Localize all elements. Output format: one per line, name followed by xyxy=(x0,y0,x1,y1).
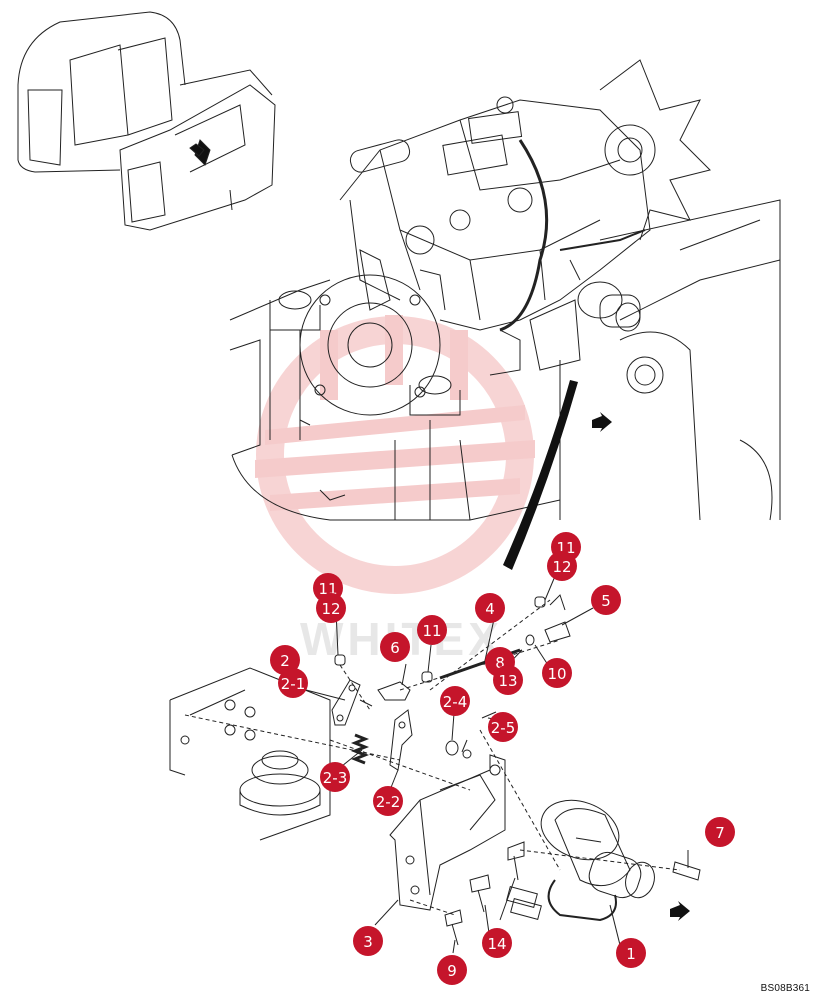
callout-label: 3 xyxy=(363,933,373,951)
callout-circle xyxy=(616,938,646,968)
callout-1: 1 xyxy=(616,938,646,968)
callout-3: 3 xyxy=(353,926,383,956)
callout-label: 8 xyxy=(495,654,505,672)
figure-code: BS08B361 xyxy=(760,983,810,994)
engine-assembly xyxy=(229,59,781,521)
callout-circle xyxy=(270,645,300,675)
callout-label: 11 xyxy=(422,622,441,640)
callout-4: 4 xyxy=(475,593,505,623)
excavator-thumbnail xyxy=(17,11,276,231)
callout-2: 2 xyxy=(270,645,300,675)
callout-label: 9 xyxy=(447,962,457,980)
callout-circle xyxy=(493,665,523,695)
callout-2-2: 2-2 xyxy=(373,786,403,816)
callout-label: 10 xyxy=(547,665,566,683)
callout-label: 1 xyxy=(626,945,636,963)
direction-arrow-lower xyxy=(670,901,690,921)
callout-12: 12 xyxy=(316,593,346,623)
callout-label: 2-5 xyxy=(491,719,516,737)
direction-arrow-upper xyxy=(592,412,612,432)
callout-5: 5 xyxy=(591,585,621,615)
callout-label: 2-4 xyxy=(443,693,468,711)
callout-circle xyxy=(475,593,505,623)
callout-circle xyxy=(320,762,350,792)
callout-2-5: 2-5 xyxy=(488,712,518,742)
callout-circle xyxy=(380,632,410,662)
callout-12: 12 xyxy=(547,551,577,581)
callout-label: 2-3 xyxy=(323,769,348,787)
callout-circle xyxy=(547,551,577,581)
callout-label: 7 xyxy=(715,824,725,842)
callout-2-3: 2-3 xyxy=(320,762,350,792)
callout-11: 11 xyxy=(417,615,447,645)
callout-circle xyxy=(373,786,403,816)
callout-9: 9 xyxy=(437,955,467,985)
callout-label: 2-1 xyxy=(281,675,306,693)
callout-circle xyxy=(591,585,621,615)
callout-label: 12 xyxy=(321,600,340,618)
callout-circle xyxy=(440,686,470,716)
callout-circle xyxy=(278,668,308,698)
detail-leader-line xyxy=(503,380,578,570)
callout-label: 6 xyxy=(390,639,400,657)
callout-circle xyxy=(542,658,572,688)
callout-label: 5 xyxy=(601,592,611,610)
callout-circle xyxy=(353,926,383,956)
callout-6: 6 xyxy=(380,632,410,662)
callout-circle xyxy=(488,712,518,742)
callout-label: 14 xyxy=(487,935,506,953)
callout-circle xyxy=(316,593,346,623)
callout-label: 12 xyxy=(552,558,571,576)
callout-7: 7 xyxy=(705,817,735,847)
exploded-view xyxy=(169,594,701,946)
callout-2-1: 2-1 xyxy=(278,668,308,698)
callout-circle xyxy=(437,955,467,985)
callout-label: 4 xyxy=(485,600,495,618)
callout-label: 2 xyxy=(280,652,290,670)
callout-2-4: 2-4 xyxy=(440,686,470,716)
callout-10: 10 xyxy=(542,658,572,688)
callout-circle xyxy=(417,615,447,645)
callout-circle xyxy=(482,928,512,958)
callout-14: 14 xyxy=(482,928,512,958)
callout-label: 2-2 xyxy=(376,793,401,811)
callout-circle xyxy=(705,817,735,847)
callout-13: 13 xyxy=(493,665,523,695)
callout-label: 13 xyxy=(498,672,517,690)
